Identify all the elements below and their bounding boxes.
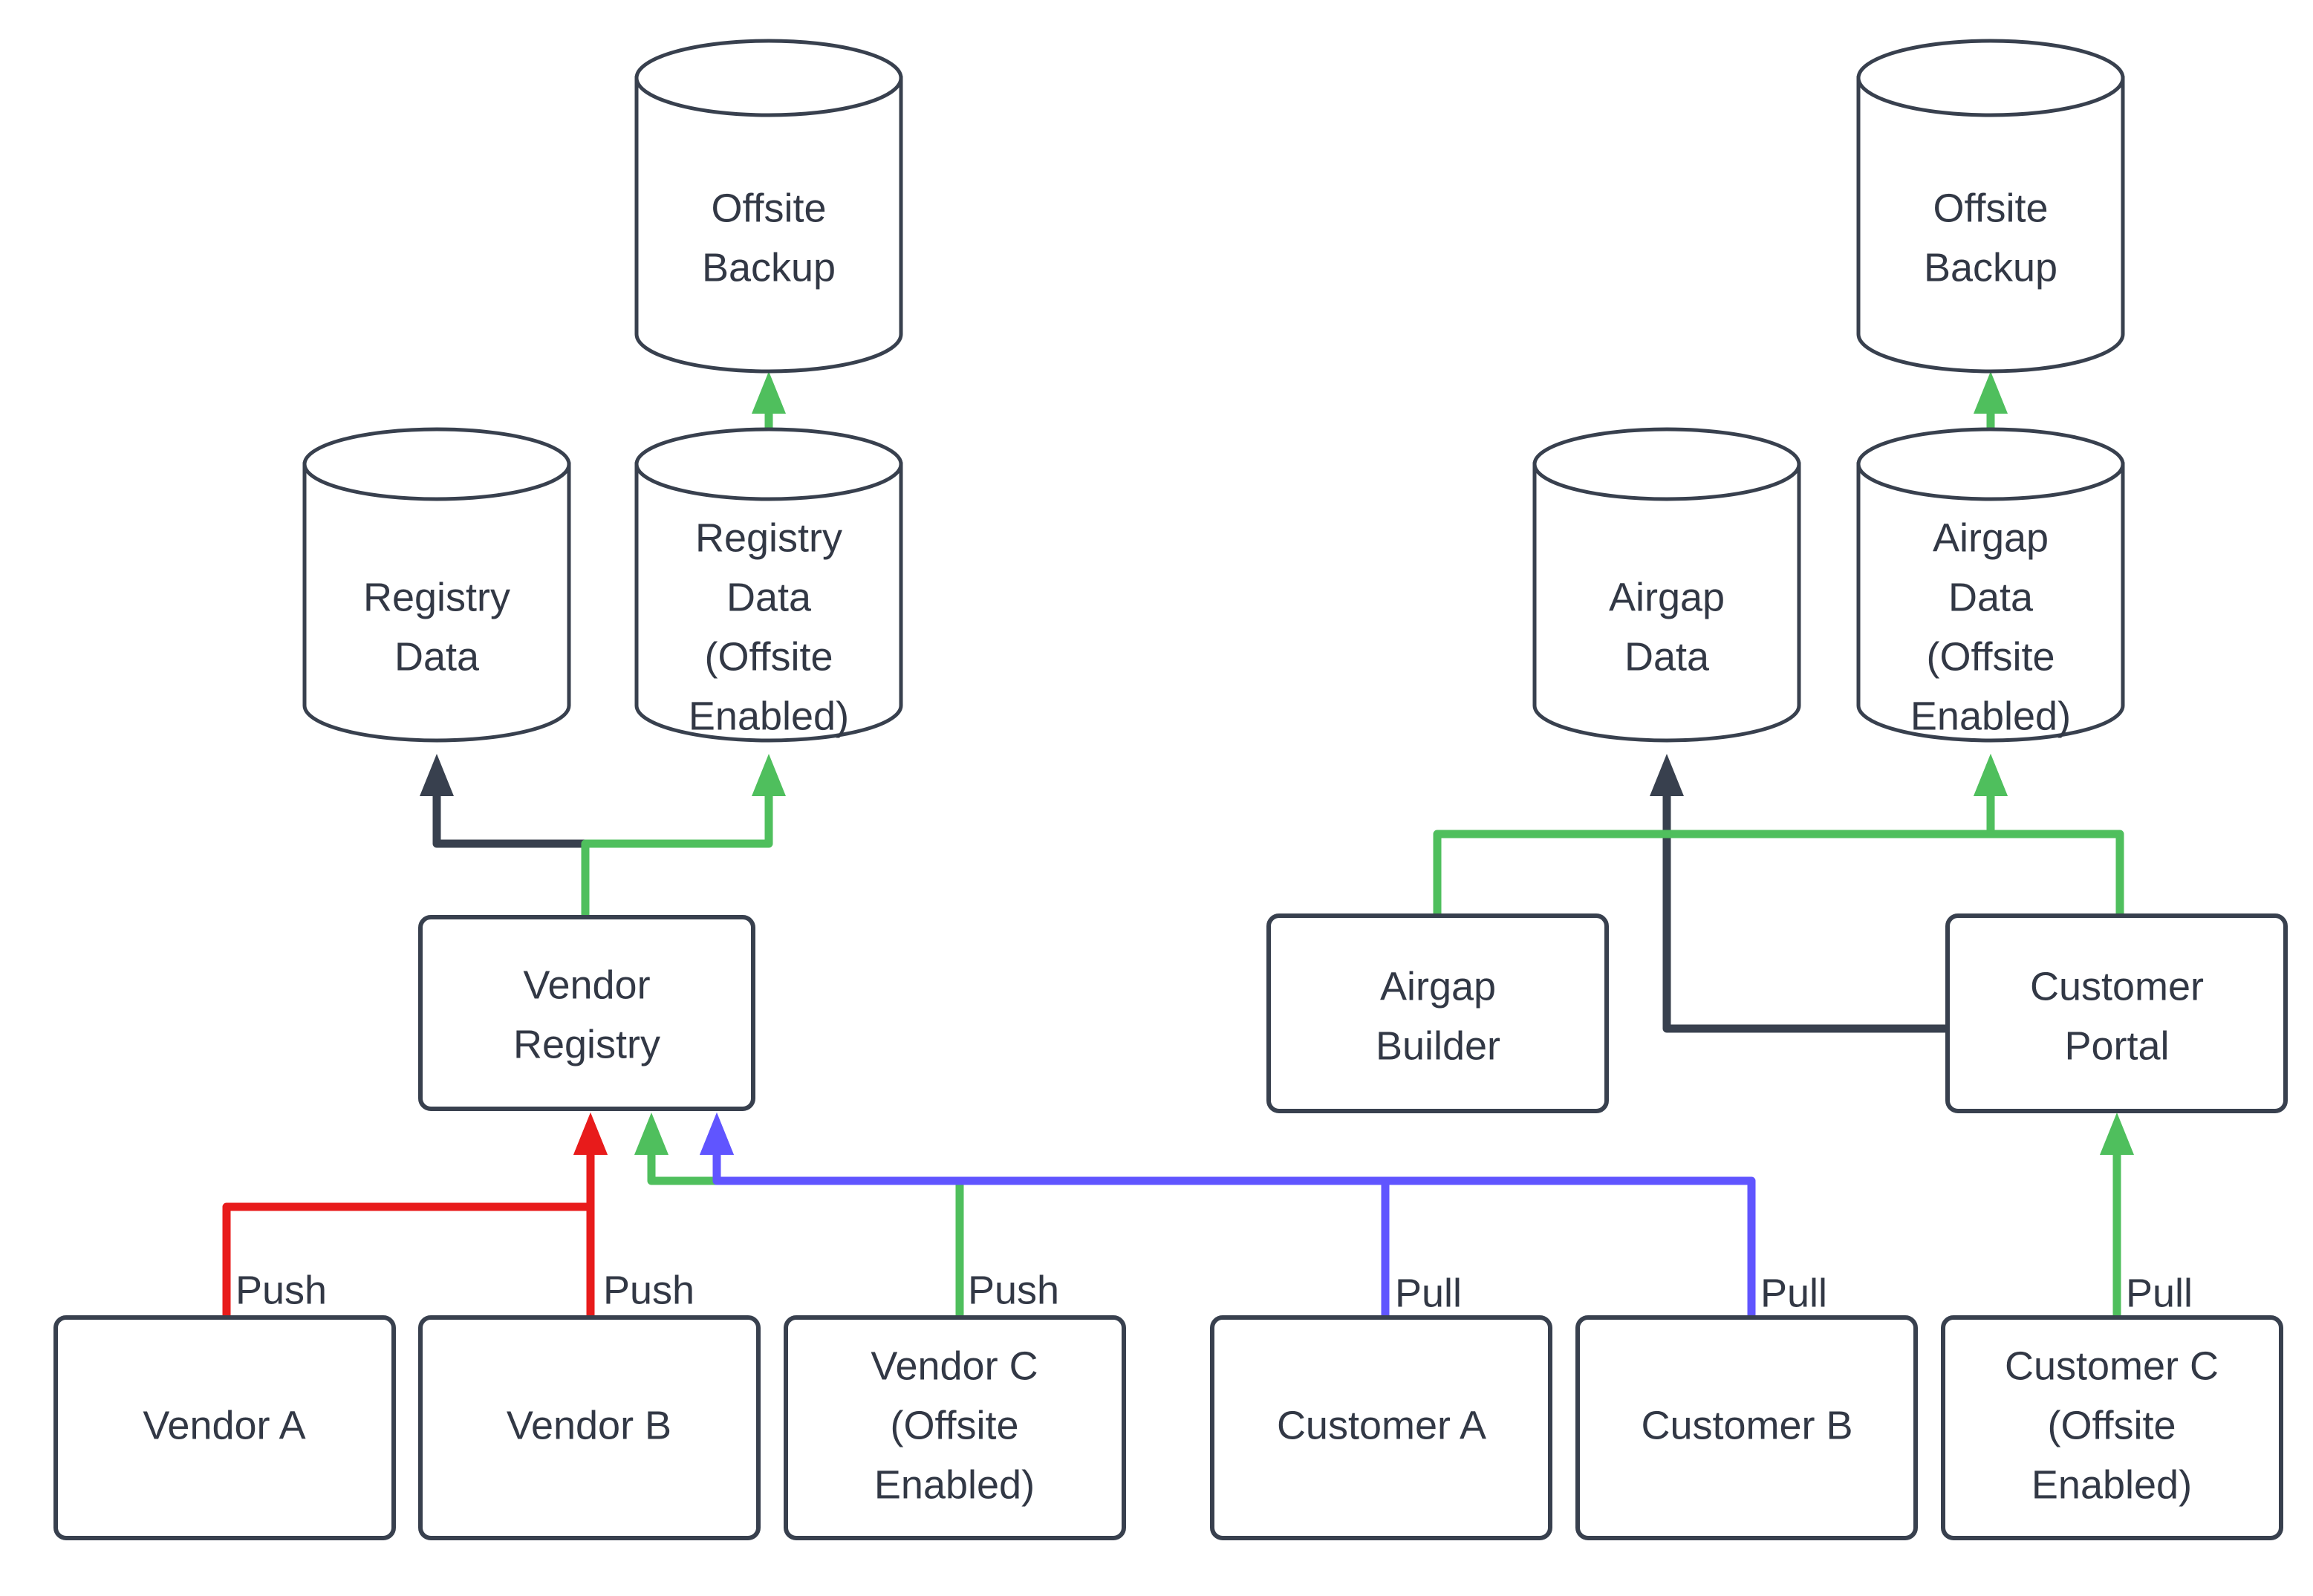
node-label-line: Enabled) — [2031, 1462, 2192, 1507]
node-label-line: Customer B — [1641, 1403, 1852, 1447]
node-layer: Offsite Backup Registry Data Registry Da… — [53, 39, 2288, 1540]
node-registry-data[interactable]: Registry Data — [302, 427, 571, 743]
node-airgap-data[interactable]: Airgap Data — [1532, 427, 1801, 743]
node-vendor-registry[interactable]: Vendor Registry — [418, 915, 755, 1111]
node-label-line: Data — [1624, 634, 1710, 679]
node-label-line: Data — [1948, 575, 2034, 619]
edge-label-customer-c-pull: Pull — [2126, 1271, 2193, 1315]
node-offsite-backup-left[interactable]: Offsite Backup — [634, 39, 903, 374]
edge-vendor-registry-to-registry-data-offsite — [581, 754, 786, 917]
edge-vendor-registry-to-registry-data — [420, 754, 590, 917]
node-label-line: Backup — [1924, 245, 2057, 290]
node-label-line: Enabled) — [874, 1462, 1035, 1507]
node-airgap-data-offsite[interactable]: Airgap Data (Offsite Enabled) — [1856, 427, 2125, 743]
node-customer-portal[interactable]: Customer Portal — [1945, 913, 2288, 1113]
edge-label-vendor-b-push: Push — [603, 1268, 694, 1312]
edge-label-vendor-a-push: Push — [235, 1268, 327, 1312]
node-customer-c[interactable]: Customer C (Offsite Enabled) — [1941, 1315, 2283, 1540]
node-label-line: (Offsite — [890, 1403, 1018, 1447]
edge-label-layer: Push Push Push Pull Pull Pull — [235, 1268, 2193, 1315]
node-customer-a[interactable]: Customer A — [1210, 1315, 1552, 1540]
node-vendor-a[interactable]: Vendor A — [53, 1315, 396, 1540]
node-label-line: Offsite — [711, 186, 826, 230]
node-label-line: Registry — [695, 515, 842, 560]
edge-vendor-b-to-vendor-registry — [573, 1113, 608, 1317]
edge-label-vendor-c-push: Push — [968, 1268, 1059, 1312]
node-offsite-backup-right[interactable]: Offsite Backup — [1856, 39, 2125, 374]
node-label-line: Airgap — [1933, 515, 2049, 560]
node-label-line: (Offsite — [2047, 1403, 2176, 1447]
edge-customer-portal-to-airgap-data-offsite — [1974, 754, 2124, 916]
node-label-line: Builder — [1376, 1023, 1500, 1068]
node-airgap-builder[interactable]: Airgap Builder — [1266, 913, 1609, 1113]
node-label-line: Vendor — [523, 963, 650, 1007]
edge-customer-b-to-vendor-registry — [700, 1113, 1756, 1317]
node-vendor-c[interactable]: Vendor C (Offsite Enabled) — [784, 1315, 1126, 1540]
node-label-line: Registry — [363, 575, 510, 619]
node-label-line: Data — [394, 634, 480, 679]
node-label-line: Customer C — [2005, 1343, 2219, 1388]
node-label-line: Enabled) — [689, 694, 849, 738]
edge-customer-portal-to-airgap-data — [1650, 754, 1946, 1033]
node-label-line: Registry — [513, 1022, 660, 1066]
edge-customer-c-to-customer-portal — [2100, 1113, 2134, 1317]
node-label-line: Data — [726, 575, 812, 619]
node-label-line: (Offsite — [704, 634, 833, 679]
node-registry-data-offsite[interactable]: Registry Data (Offsite Enabled) — [634, 427, 903, 743]
node-label-line: Offsite — [1933, 186, 2048, 230]
node-label-line: Customer A — [1277, 1403, 1486, 1447]
node-label-line: Vendor A — [143, 1403, 305, 1447]
edge-layer — [222, 371, 2134, 1317]
node-label-line: Customer — [2030, 964, 2204, 1009]
node-vendor-b[interactable]: Vendor B — [418, 1315, 761, 1540]
edge-label-customer-b-pull: Pull — [1760, 1271, 1827, 1315]
node-label-line: Airgap — [1380, 964, 1496, 1009]
node-label-line: Airgap — [1609, 575, 1725, 619]
node-label-line: Vendor B — [507, 1403, 671, 1447]
node-label-line: Backup — [702, 245, 836, 290]
node-customer-b[interactable]: Customer B — [1575, 1315, 1918, 1540]
node-label-line: Portal — [2064, 1023, 2169, 1068]
node-label-line: Enabled) — [1910, 694, 2071, 738]
node-label-line: Vendor C — [871, 1343, 1038, 1388]
edge-airgap-builder-to-airgap-data-offsite — [1433, 754, 2008, 916]
edge-label-customer-a-pull: Pull — [1395, 1271, 1462, 1315]
node-label-line: (Offsite — [1926, 634, 2055, 679]
